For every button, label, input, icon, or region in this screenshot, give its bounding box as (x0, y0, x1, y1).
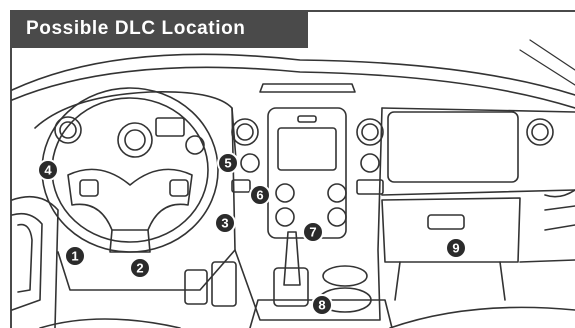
dlc-marker-4: 4 (38, 160, 58, 180)
gear-shifter (284, 232, 300, 285)
dlc-marker-8: 8 (312, 295, 332, 315)
dlc-marker-5: 5 (218, 153, 238, 173)
windshield-line (12, 54, 575, 95)
dlc-marker-9: 9 (446, 238, 466, 258)
center-vent-left-icon (232, 119, 258, 145)
passenger-seat (390, 307, 575, 328)
marker-number: 4 (44, 163, 52, 178)
right-vent-icon (527, 119, 553, 145)
marker-number: 2 (136, 261, 143, 276)
driver-seat (40, 319, 180, 328)
brake-pedal (185, 270, 207, 304)
marker-number: 5 (224, 156, 231, 171)
marker-number: 3 (221, 216, 228, 231)
center-vent-right-icon (357, 119, 383, 145)
marker-number: 6 (256, 188, 263, 203)
dlc-marker-6: 6 (250, 185, 270, 205)
dlc-marker-3: 3 (215, 213, 235, 233)
defrost-vent (260, 84, 355, 92)
steering-hub (68, 169, 192, 230)
steering-wheel (42, 88, 218, 252)
accelerator-pedal (212, 262, 236, 306)
glove-box-handle (428, 215, 464, 229)
tachometer-icon (186, 136, 204, 154)
dlc-marker-1: 1 (65, 246, 85, 266)
marker-number: 7 (309, 225, 316, 240)
cupholder (323, 266, 367, 286)
marker-number: 1 (71, 249, 78, 264)
speedometer-icon (118, 123, 152, 157)
infotainment-screen (278, 128, 336, 170)
passenger-dash-trim (388, 112, 518, 182)
dlc-marker-2: 2 (130, 258, 150, 278)
info-display (156, 118, 184, 136)
dlc-marker-7: 7 (303, 222, 323, 242)
right-knob-icon (361, 154, 379, 172)
marker-number: 8 (318, 298, 325, 313)
marker-number: 9 (452, 241, 459, 256)
left-knob-icon (241, 154, 259, 172)
